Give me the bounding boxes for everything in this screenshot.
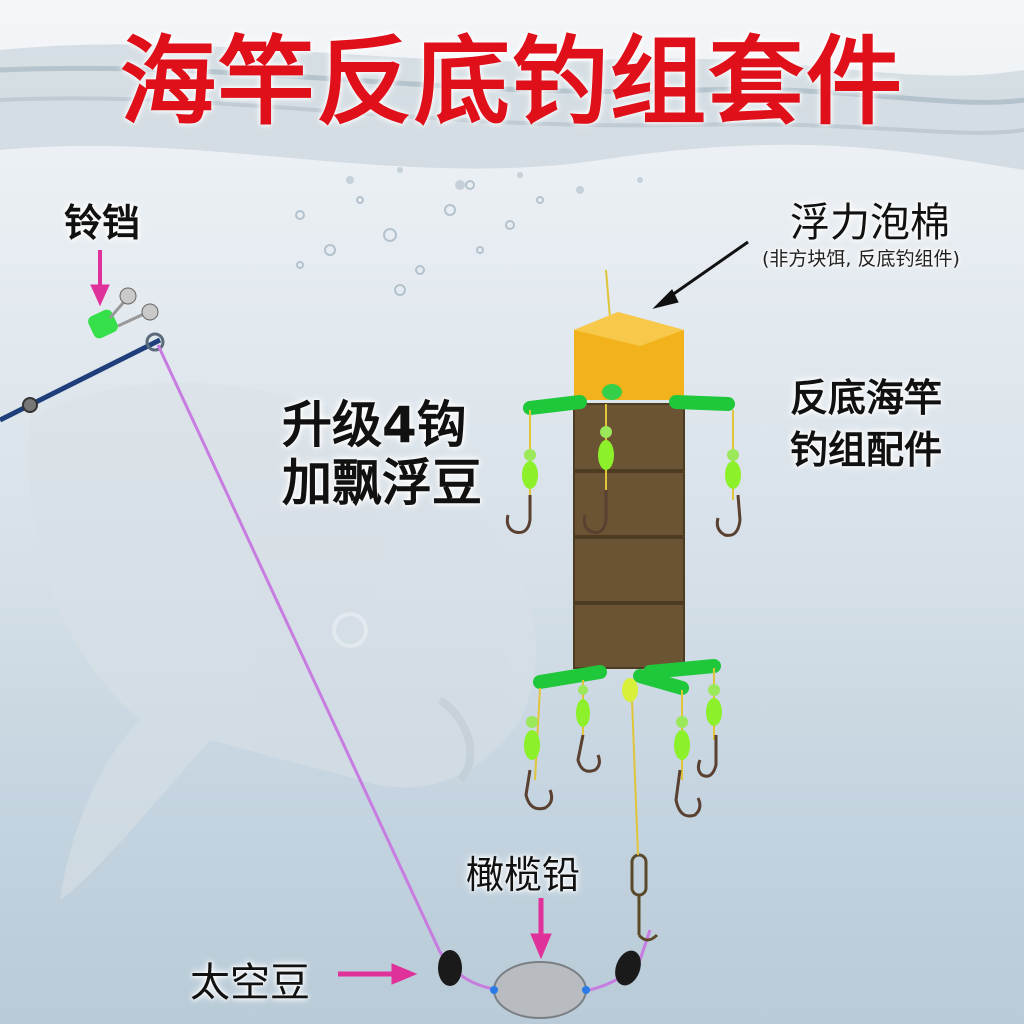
- arrow-foam: [652, 240, 749, 309]
- label-upgrade-line1: 升级4钩: [282, 396, 467, 454]
- green-arms-top: [523, 395, 735, 415]
- arrow-sinker: [530, 898, 552, 960]
- arrow-space-bean: [338, 963, 418, 985]
- page-title: 海竿反底钓组套件: [120, 25, 904, 138]
- green-arms-bottom: [533, 659, 721, 695]
- buoyancy-foam: [574, 312, 684, 400]
- carp-silhouette: [28, 382, 536, 900]
- label-bell: 铃铛: [64, 201, 141, 245]
- bait-blocks: [573, 403, 685, 669]
- hook-rigs: [505, 404, 742, 818]
- bubbles: [295, 180, 544, 296]
- space-bean-right: [615, 950, 641, 986]
- label-olive-sinker: 橄榄铅: [466, 853, 581, 897]
- label-accessory-line2: 钓组配件: [790, 428, 943, 472]
- arrow-bell: [90, 250, 110, 307]
- label-upgrade: 升级4钩 加飘浮豆: [282, 396, 482, 512]
- label-space-bean: 太空豆: [190, 960, 310, 1006]
- label-accessory: 反底海竿 钓组配件: [790, 372, 942, 476]
- label-buoyancy-foam: 浮力泡棉: [790, 200, 950, 246]
- label-foam-note: (非方块饵, 反底钓组件): [762, 248, 960, 270]
- space-bean-left: [438, 950, 462, 986]
- bell-clip: [88, 287, 159, 339]
- water-surface-splash: [0, 44, 1024, 194]
- label-accessory-line1: 反底海竿: [790, 376, 943, 420]
- snap-swivel: [630, 853, 659, 942]
- olive-sinker: [493, 961, 587, 1019]
- label-upgrade-line2: 加飘浮豆: [282, 454, 482, 512]
